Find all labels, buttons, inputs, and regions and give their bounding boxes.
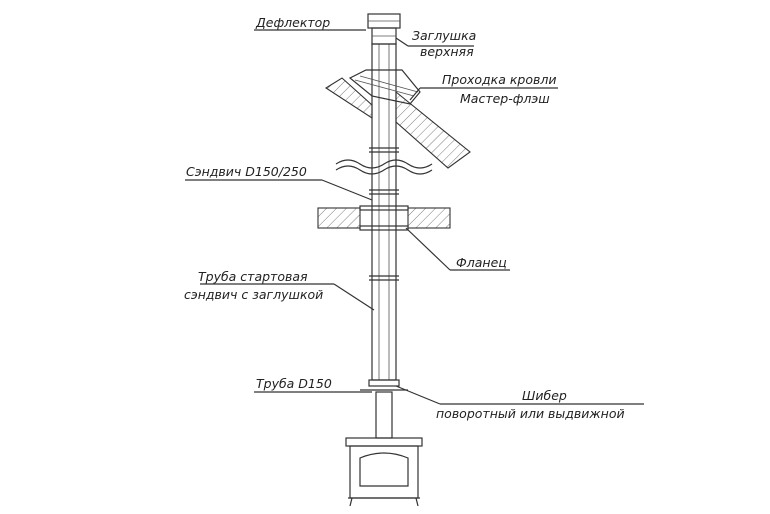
ceiling-slab [317,207,451,229]
label-deflector: Дефлектор [255,15,330,30]
deflector [367,13,401,45]
label-flange: Фланец [456,255,507,270]
pipe-d150 [375,391,393,439]
label-top-cap-2: верхняя [420,44,474,59]
label-start-pipe-1: Труба стартовая [198,269,308,284]
label-top-cap-1: Заглушка [412,28,476,43]
label-start-pipe-2: сэндвич с заглушкой [184,287,323,302]
label-roof-passage-1: Проходка кровли [442,72,556,87]
pipe-break [335,159,433,175]
leader-lines [185,29,644,405]
label-roof-passage-2: Мастер-флэш [460,91,550,106]
label-damper-2: поворотный или выдвижной [436,406,625,421]
label-sandwich: Сэндвич D150/250 [186,164,307,179]
label-damper-1: Шибер [522,388,567,403]
label-pipe-d150: Труба D150 [256,376,332,391]
master-flash [348,69,421,105]
damper [360,379,408,391]
chimney-pipe [369,43,399,381]
flange-plate [359,205,409,231]
stove [345,437,423,507]
